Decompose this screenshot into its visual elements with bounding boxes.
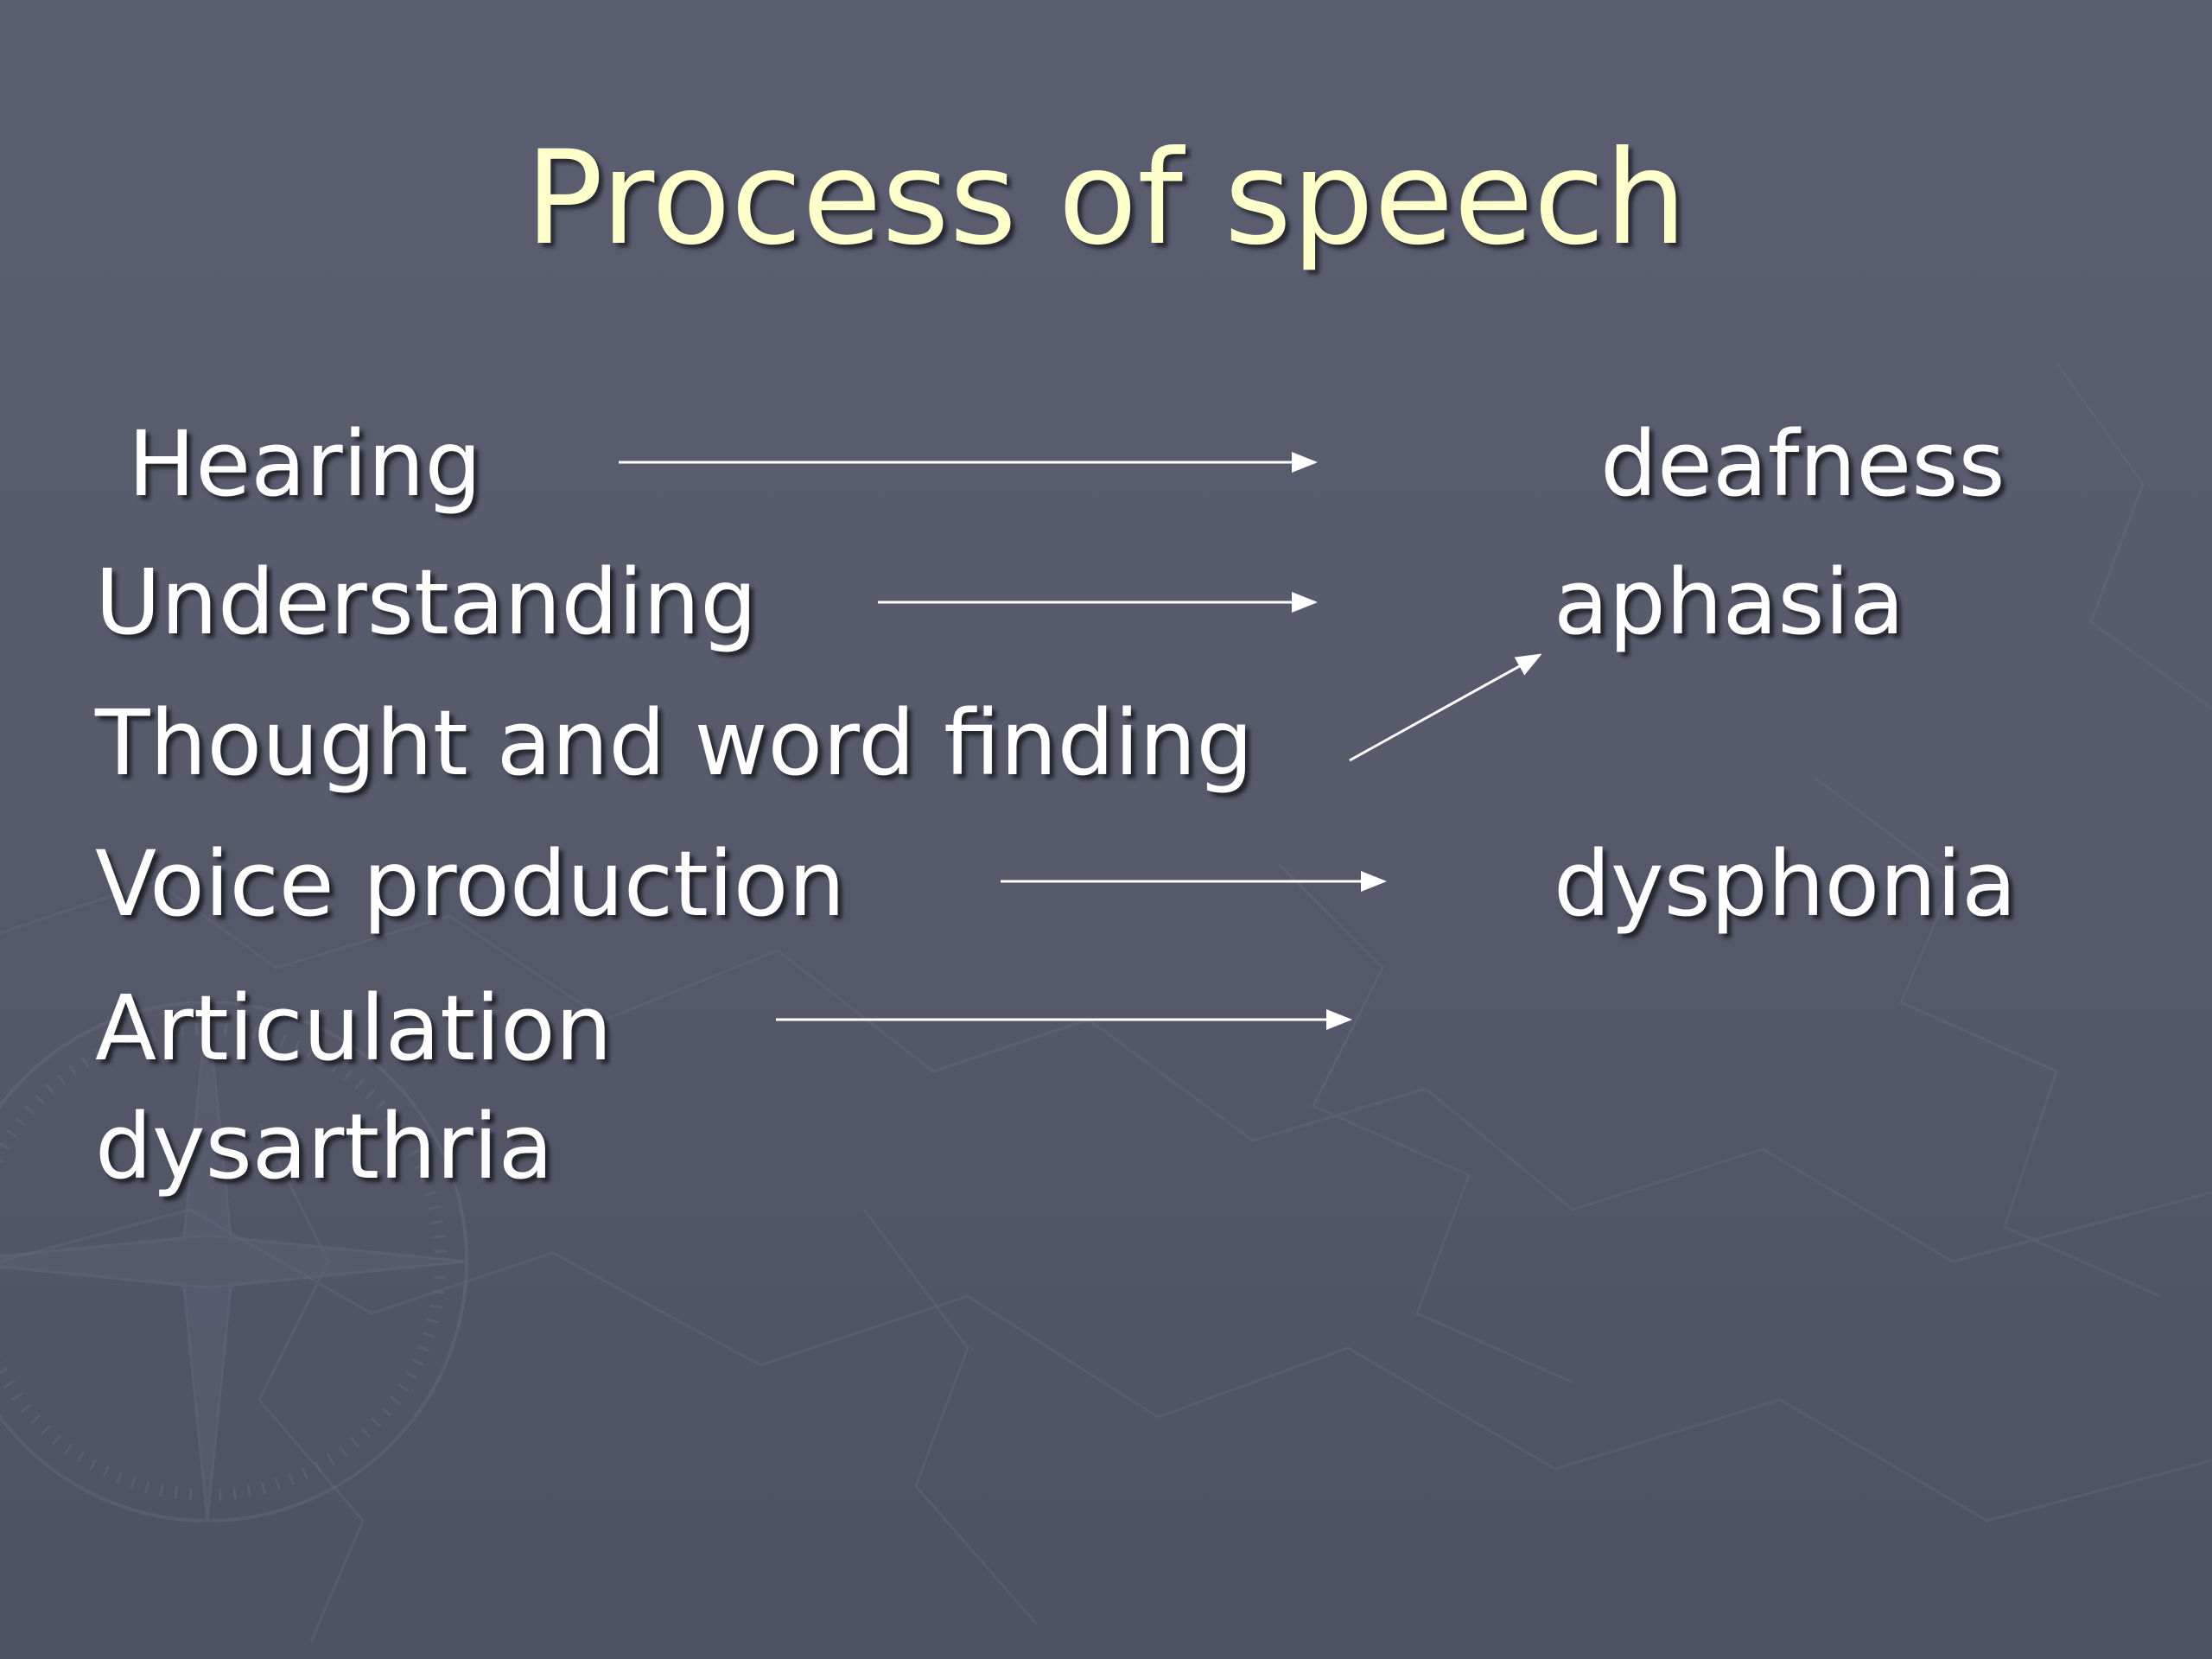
stage-articulation: Articulation	[95, 976, 613, 1081]
slide-title: Process of speech	[524, 124, 1688, 274]
stage-hearing: Hearing	[128, 411, 482, 517]
disorder-aphasia: aphasia	[1554, 550, 1905, 655]
stage-voice-production: Voice production	[95, 831, 846, 937]
arrow-thought-aphasia	[1349, 653, 1542, 762]
stage-thought-word-finding: Thought and word finding	[95, 690, 1254, 796]
disorder-dysphonia: dysphonia	[1554, 831, 2017, 937]
disorder-dysarthria: dysarthria	[95, 1094, 554, 1199]
disorder-deafness: deafness	[1600, 411, 2005, 517]
stage-understanding: Understanding	[95, 550, 758, 655]
